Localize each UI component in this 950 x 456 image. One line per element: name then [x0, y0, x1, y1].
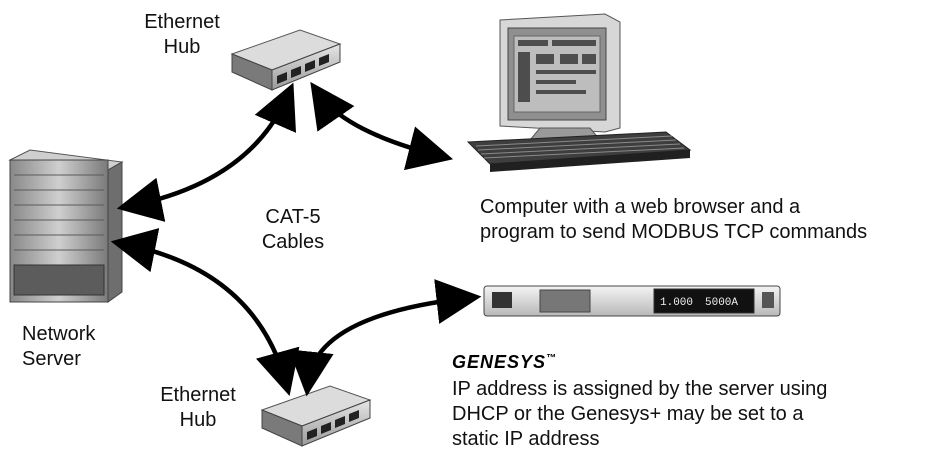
server-rack-icon: [8, 149, 124, 303]
cables-label: CAT-5 Cables: [248, 205, 338, 255]
cables-label-line1: CAT-5: [265, 206, 321, 228]
server-label-line1: Network: [22, 323, 96, 345]
double-arrow-icon: [310, 81, 454, 171]
psu-display-voltage: 1.000: [660, 297, 693, 309]
genesys-desc-line2: DHCP or the Genesys+ may be set to a: [452, 403, 804, 425]
genesys-logo: GENESYS™: [452, 352, 556, 373]
double-arrow-icon: [110, 228, 300, 397]
ethernet-hub-icon: [260, 385, 372, 447]
server-label-line2: Server: [22, 348, 81, 370]
computer-label: Computer with a web browser and a progra…: [480, 195, 867, 245]
power-supply-icon: 1.000 5000A: [483, 285, 781, 317]
genesys-desc-line1: IP address is assigned by the server usi…: [452, 378, 828, 400]
ethernet-hub-icon: [230, 29, 342, 91]
genesys-logo-text: GENESYS: [452, 352, 547, 372]
hub-bottom-label-line1: Ethernet: [160, 384, 236, 406]
double-arrow-icon: [116, 82, 296, 222]
genesys-desc-line3: static IP address: [452, 428, 600, 450]
genesys-logo-tm: ™: [546, 353, 557, 364]
computer-label-line1: Computer with a web browser and a: [480, 196, 801, 218]
hub-top-label: Ethernet Hub: [112, 10, 252, 60]
hub-bottom-label: Ethernet Hub: [128, 383, 268, 433]
hub-top-label-line2: Hub: [163, 36, 201, 58]
psu-display-current: 5000A: [705, 297, 738, 309]
cables-label-line2: Cables: [261, 231, 325, 253]
keyboard-icon: [466, 131, 692, 172]
hub-bottom-label-line2: Hub: [179, 409, 217, 431]
genesys-description: IP address is assigned by the server usi…: [452, 377, 827, 452]
computer-label-line2: program to send MODBUS TCP commands: [480, 221, 868, 243]
computer-monitor-icon: [499, 13, 621, 141]
server-label: Network Server: [22, 322, 95, 372]
hub-top-label-line1: Ethernet: [144, 11, 220, 33]
double-arrow-icon: [288, 279, 482, 397]
